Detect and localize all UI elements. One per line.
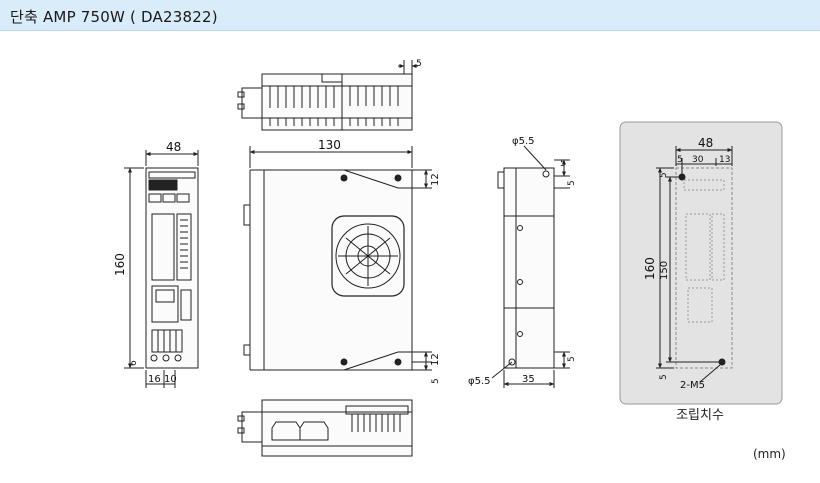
mount-dim-48: 48 — [698, 136, 713, 150]
unit-label: (mm) — [753, 447, 786, 461]
side-view — [243, 146, 432, 371]
side-dim-depth: 130 — [318, 138, 341, 152]
rear-dim-hole-top: φ5.5 — [512, 136, 535, 147]
mount-dim-150: 150 — [659, 261, 670, 280]
mounting-panel — [619, 121, 783, 405]
front-dim-height: 160 — [113, 253, 127, 276]
bottom-view — [237, 399, 413, 457]
front-dim-16: 16 — [148, 374, 161, 385]
rear-view — [491, 145, 570, 388]
top-dim-5: 5 — [416, 59, 422, 69]
top-view — [237, 60, 418, 131]
rear-dim-5a: 5 — [560, 159, 566, 169]
mounting-dimensions-caption: 조립치수 — [676, 408, 724, 423]
rear-dim-5b: 5 — [567, 180, 577, 186]
side-dim-5: 5 — [431, 378, 441, 384]
rear-dim-hole-bottom: φ5.5 — [468, 376, 491, 387]
mount-holes-label: 2-M5 — [680, 380, 705, 391]
front-dim-6: 6 — [129, 360, 139, 366]
front-view — [124, 150, 199, 388]
rear-dim-5c: 5 — [567, 356, 577, 362]
mount-dim-5-top: 5 — [659, 172, 669, 178]
mount-dim-160: 160 — [643, 257, 657, 280]
mount-dim-5-bottom: 5 — [659, 374, 669, 380]
mount-dim-13: 13 — [719, 155, 730, 165]
mount-dim-5: 5 — [677, 155, 683, 165]
side-dim-12-bottom: 12 — [430, 353, 441, 366]
side-dim-12-top: 12 — [430, 173, 441, 186]
mount-dim-30: 30 — [692, 155, 704, 165]
front-dim-10: 10 — [164, 374, 177, 385]
page-header: 단축 AMP 750W ( DA23822) — [0, 0, 820, 31]
front-dim-width: 48 — [166, 140, 181, 154]
rear-dim-35: 35 — [522, 374, 535, 385]
page-title: 단축 AMP 750W ( DA23822) — [10, 8, 218, 26]
